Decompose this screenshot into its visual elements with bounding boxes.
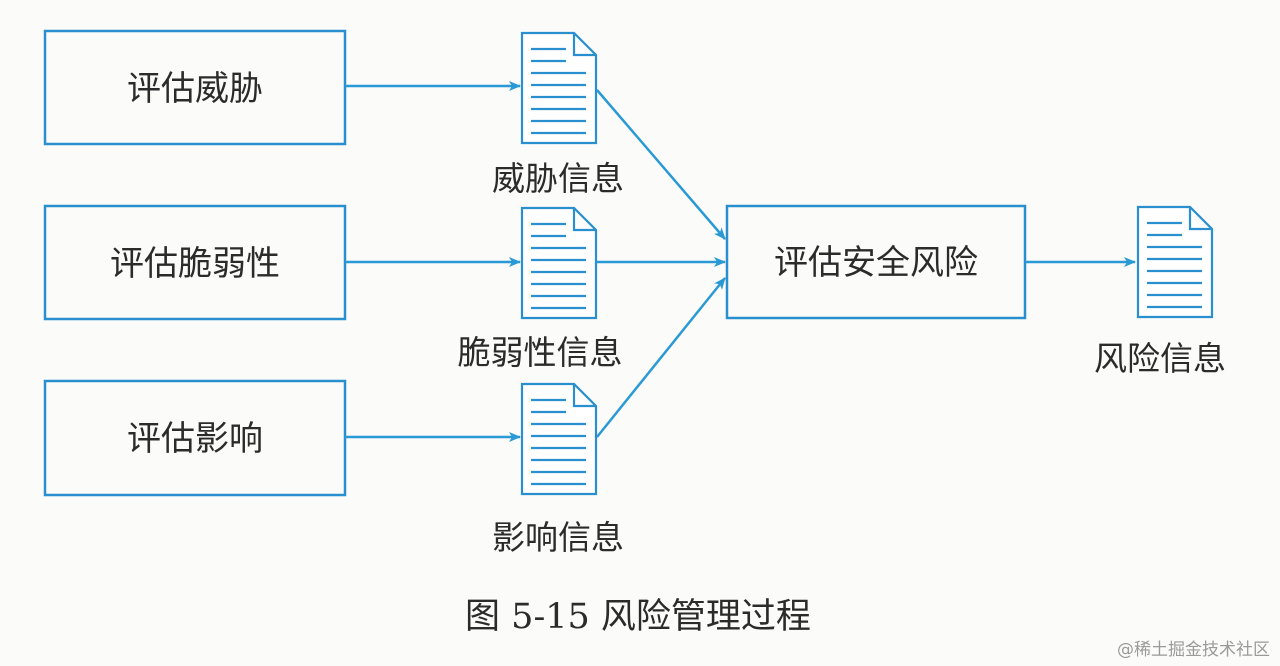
watermark: @稀土掘金技术社区 — [1117, 640, 1270, 660]
box-assess-threat: 评估威胁 — [43, 29, 347, 146]
doc-label-threat-info: 威胁信息 — [492, 159, 624, 198]
box-assess-vulnerability-label: 评估脆弱性 — [110, 244, 280, 284]
arrow-threat-doc-to-risk — [596, 89, 726, 240]
box-assess-security-risk: 评估安全风险 — [725, 204, 1027, 320]
box-assess-security-risk-label: 评估安全风险 — [774, 243, 978, 283]
arrow-impact-doc-to-risk — [596, 277, 726, 438]
doc-label-impact-info: 影响信息 — [492, 518, 624, 557]
document-icon — [520, 206, 598, 320]
box-assess-vulnerability: 评估脆弱性 — [43, 204, 347, 321]
document-icon — [1136, 205, 1214, 319]
box-assess-impact: 评估影响 — [43, 379, 347, 497]
doc-label-vulnerability-info: 脆弱性信息 — [458, 333, 623, 372]
box-assess-impact-label: 评估影响 — [127, 419, 263, 459]
document-icon — [520, 382, 598, 496]
figure-caption: 图 5-15 风险管理过程 — [465, 597, 811, 637]
box-assess-threat-label: 评估威胁 — [127, 69, 263, 109]
doc-label-risk-info: 风险信息 — [1094, 339, 1226, 378]
document-icon — [520, 31, 598, 145]
